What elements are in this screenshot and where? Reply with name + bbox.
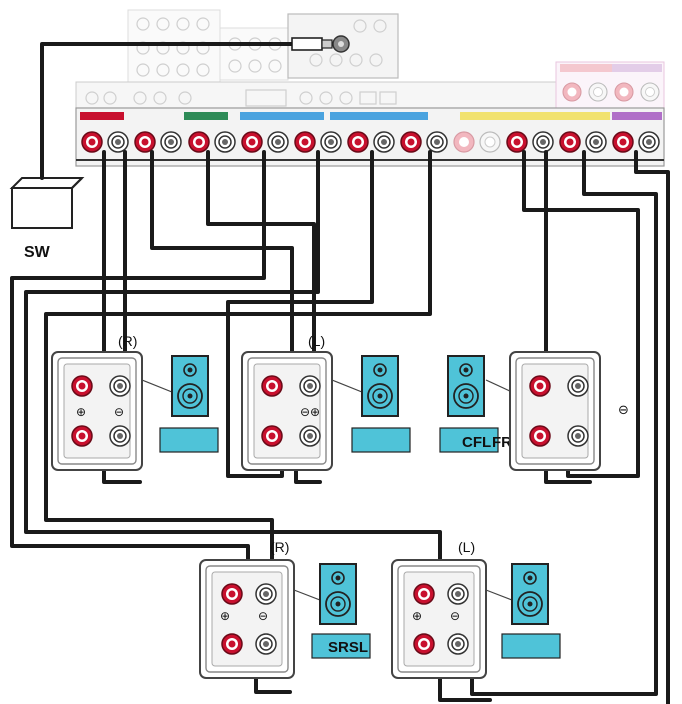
center-label-a: CFL xyxy=(462,434,491,451)
front-right-speaker: ⊕ ⊖ (R) xyxy=(51,333,219,471)
surround-left-plus-sign: ⊕ xyxy=(412,609,422,623)
surround-right-plus-sign: ⊕ xyxy=(220,609,230,623)
surround-right-speaker-icon xyxy=(319,563,357,625)
surround-left-minus-sign: ⊖ xyxy=(450,609,460,623)
top-aux-panels xyxy=(127,9,399,83)
front-right-minus-sign: ⊖ xyxy=(114,405,124,419)
front-right-plus-sign: ⊕ xyxy=(76,405,86,419)
front-left-label-box xyxy=(351,427,411,453)
subwoofer: SW xyxy=(9,177,85,261)
center-label-b: FR xyxy=(492,434,512,451)
surround-right-speaker: ⊕ ⊖ SRSL (R) xyxy=(199,539,371,679)
surround-left-label-box xyxy=(501,633,561,659)
front-left-speaker: ⊖⊕ (L) xyxy=(241,333,411,471)
center-minus-sign: ⊖ xyxy=(618,402,629,417)
center-speaker: CFL FR ⊖ xyxy=(439,351,629,471)
front-right-label-box xyxy=(159,427,219,453)
front-left-speaker-icon xyxy=(361,355,399,417)
subwoofer-label: SW xyxy=(24,244,51,261)
front-left-polarity-signs: ⊖⊕ xyxy=(300,405,320,419)
front-left-channel-label: (L) xyxy=(308,333,325,349)
front-right-speaker-icon xyxy=(171,355,209,417)
subwoofer-rca-plug xyxy=(262,37,333,51)
front-right-channel-label: (R) xyxy=(118,333,137,349)
center-speaker-icon xyxy=(447,355,485,417)
surround-left-speaker: ⊕ ⊖ (L) xyxy=(391,539,561,679)
center-label-box xyxy=(439,427,499,453)
surround-left-channel-label: (L) xyxy=(458,539,475,555)
surround-right-channel-label: (R) xyxy=(270,539,289,555)
surround-label: SRSL xyxy=(328,639,368,656)
surround-left-speaker-icon xyxy=(511,563,549,625)
surround-label-box xyxy=(311,633,371,659)
surround-right-minus-sign: ⊖ xyxy=(258,609,268,623)
